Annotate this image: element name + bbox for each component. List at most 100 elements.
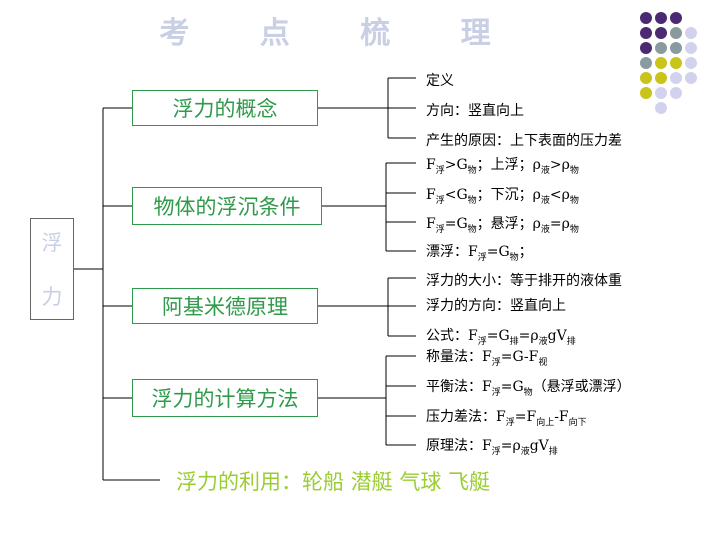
formula-subscript: 液: [520, 446, 530, 457]
formula-subscript: 浮: [435, 224, 445, 235]
leaf-formula: 原理法：F浮=ρ液gV排: [426, 435, 558, 457]
formula-text: 漂浮：F: [426, 244, 478, 260]
leaf-item: 浮力的大小：等于排开的液体重: [426, 273, 622, 289]
decorative-dot: [640, 12, 652, 24]
leaf-item: 定义: [426, 73, 454, 89]
leaf-formula: 公式：F浮=G排=ρ液gV排: [426, 325, 576, 347]
branch-concept: 浮力的概念: [132, 90, 318, 126]
decorative-dot: [670, 27, 682, 39]
leaf-item: 产生的原因：上下表面的压力差: [426, 133, 622, 149]
formula-text: =G: [500, 379, 524, 395]
formula-subscript: 浮: [491, 357, 501, 368]
decorative-dot: [685, 72, 697, 84]
branch-label: 物体的浮沉条件: [153, 195, 301, 219]
formula-text: F: [426, 157, 436, 173]
formula-subscript: 液: [540, 165, 550, 176]
decorative-dot: [640, 27, 652, 39]
formula-text: =ρ: [549, 216, 570, 232]
formula-text: =F: [514, 409, 537, 425]
formula-text: 平衡法：F: [426, 379, 492, 395]
formula-subscript: 视: [538, 357, 548, 368]
formula-subscript: 浮: [477, 252, 487, 263]
decorative-dot: [655, 57, 667, 69]
formula-subscript: 浮: [491, 387, 501, 398]
leaf-formula: 压力差法：F浮=F向上-F向下: [426, 406, 587, 428]
formula-subscript: 物: [569, 195, 579, 206]
root-char: 浮: [41, 231, 63, 255]
leaf-formula: 漂浮：F浮=G物；: [426, 241, 533, 263]
decorative-dot: [670, 12, 682, 24]
formula-subscript: 排: [509, 336, 519, 347]
leaf-formula: F浮>G物；上浮；ρ液>ρ物: [426, 154, 579, 176]
formula-text: =G: [486, 244, 510, 260]
formula-subscript: 物: [467, 195, 477, 206]
formula-subscript: 物: [467, 224, 477, 235]
formula-text: =ρ: [500, 438, 521, 454]
formula-subscript: 浮: [435, 195, 445, 206]
formula-subscript: 物: [467, 165, 477, 176]
formula-text: ；悬浮；ρ: [476, 216, 541, 232]
formula-subscript: 物: [523, 387, 533, 398]
decorative-dot: [655, 87, 667, 99]
decorative-dot: [655, 42, 667, 54]
decorative-dot: [655, 102, 667, 114]
formula-text: >ρ: [549, 157, 570, 173]
formula-subscript: 排: [548, 446, 558, 457]
leaf-formula: F浮=G物；悬浮；ρ液=ρ物: [426, 213, 579, 235]
formula-subscript: 液: [538, 336, 548, 347]
formula-subscript: 液: [540, 224, 550, 235]
formula-subscript: 向下: [568, 417, 587, 428]
root-node: 浮 力: [30, 218, 74, 320]
leaf-formula: 称量法：F浮=G-F视: [426, 346, 547, 368]
formula-text: =G: [486, 328, 510, 344]
formula-subscript: 浮: [435, 165, 445, 176]
leaf-item: 浮力的方向：竖直向上: [426, 298, 566, 314]
branch-label: 浮力的计算方法: [151, 387, 299, 411]
decorative-dot: [640, 57, 652, 69]
formula-subscript: 浮: [505, 417, 515, 428]
branch-calculation-methods: 浮力的计算方法: [132, 379, 318, 417]
formula-subscript: 排: [566, 336, 576, 347]
formula-subscript: 物: [509, 252, 519, 263]
leaf-formula: F浮<G物；下沉；ρ液<ρ物: [426, 184, 579, 206]
decorative-dot: [640, 87, 652, 99]
formula-subscript: 浮: [491, 446, 501, 457]
formula-text: <G: [444, 187, 468, 203]
formula-subscript: 物: [569, 224, 579, 235]
formula-subscript: 物: [569, 165, 579, 176]
formula-text: 压力差法：F: [426, 409, 506, 425]
formula-subscript: 向上: [536, 417, 555, 428]
formula-text: gV: [529, 438, 549, 454]
decorative-dot: [655, 12, 667, 24]
decorative-dot: [670, 57, 682, 69]
formula-text: =G: [444, 216, 468, 232]
formula-text: <ρ: [549, 187, 570, 203]
formula-text: =G-F: [500, 349, 539, 365]
branch-label: 阿基米德原理: [162, 295, 288, 319]
formula-subscript: 浮: [477, 336, 487, 347]
decorative-dot: [655, 27, 667, 39]
branch-archimedes: 阿基米德原理: [132, 288, 318, 324]
decorative-dot: [685, 57, 697, 69]
formula-text: =ρ: [518, 328, 539, 344]
formula-text: F: [426, 187, 436, 203]
formula-text: （悬浮或漂浮）: [532, 379, 631, 395]
root-char: 力: [41, 285, 63, 309]
formula-subscript: 液: [540, 195, 550, 206]
decorative-dot: [685, 27, 697, 39]
decorative-dot: [670, 72, 682, 84]
formula-text: ；上浮；ρ: [476, 157, 541, 173]
formula-text: >G: [444, 157, 468, 173]
formula-text: F: [426, 216, 436, 232]
formula-text: 称量法：F: [426, 349, 492, 365]
formula-text: 原理法：F: [426, 438, 492, 454]
branch-sink-float-conditions: 物体的浮沉条件: [132, 187, 322, 225]
formula-text: -F: [554, 409, 569, 425]
formula-text: gV: [547, 328, 567, 344]
formula-text: 公式：F: [426, 328, 478, 344]
decorative-dot: [685, 42, 697, 54]
uses-of-buoyancy: 浮力的利用：轮船 潜艇 气球 飞艇: [176, 470, 491, 494]
decorative-dot: [670, 42, 682, 54]
page-title: 考 点 梳 理: [159, 16, 521, 51]
